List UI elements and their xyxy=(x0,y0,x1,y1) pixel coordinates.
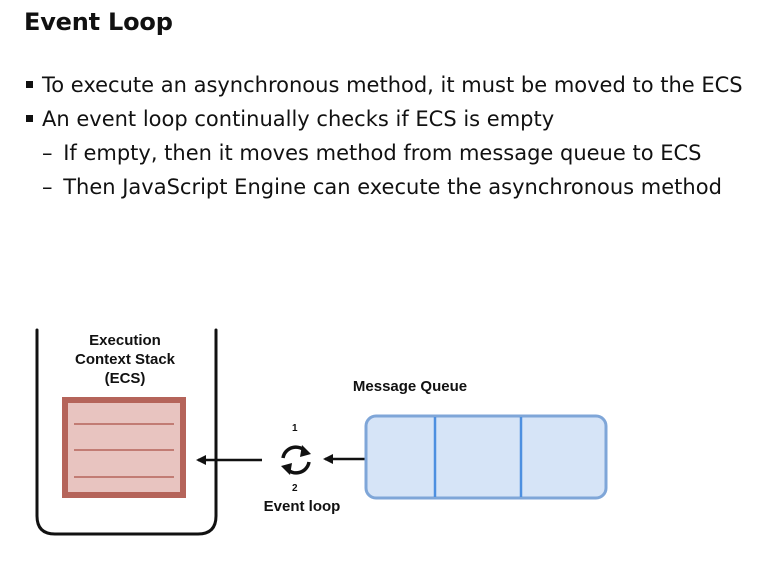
dash-marker: – xyxy=(42,141,53,165)
sub-bullet-text: If empty, then it moves method from mess… xyxy=(63,141,702,165)
event-loop-label: Event loop xyxy=(263,498,341,515)
square-bullet-icon xyxy=(26,115,33,122)
loop-step-number: 1 xyxy=(292,423,298,434)
bullet-text: An event loop continually checks if ECS … xyxy=(42,107,555,131)
slide-title: Event Loop xyxy=(24,8,173,36)
diagram-canvas xyxy=(35,328,608,536)
loop-step-number: 2 xyxy=(292,483,298,494)
bullet-item: To execute an asynchronous method, it mu… xyxy=(24,68,743,102)
event-loop-diagram: Execution Context Stack (ECS) Message Qu… xyxy=(0,320,782,564)
sub-bullet-item: – Then JavaScript Engine can execute the… xyxy=(24,170,743,204)
ecs-label-line: Execution xyxy=(89,332,161,349)
ecs-stack-block xyxy=(62,397,186,498)
bullet-text: To execute an asynchronous method, it mu… xyxy=(42,73,743,97)
ecs-container xyxy=(35,328,218,536)
sub-bullet-item: – If empty, then it moves method from me… xyxy=(24,136,743,170)
ecs-label: Execution Context Stack (ECS) xyxy=(50,331,200,388)
message-queue-label: Message Queue xyxy=(352,378,468,395)
message-queue-box xyxy=(364,414,608,500)
ecs-label-line: (ECS) xyxy=(104,370,146,387)
sub-bullet-text: Then JavaScript Engine can execute the a… xyxy=(63,175,722,199)
dash-marker: – xyxy=(42,175,53,199)
cycle-icon xyxy=(281,445,311,475)
bullet-list: To execute an asynchronous method, it mu… xyxy=(24,68,743,204)
bullet-item: An event loop continually checks if ECS … xyxy=(24,102,743,136)
square-bullet-icon xyxy=(26,81,33,88)
ecs-label-line: Context Stack xyxy=(74,351,176,368)
